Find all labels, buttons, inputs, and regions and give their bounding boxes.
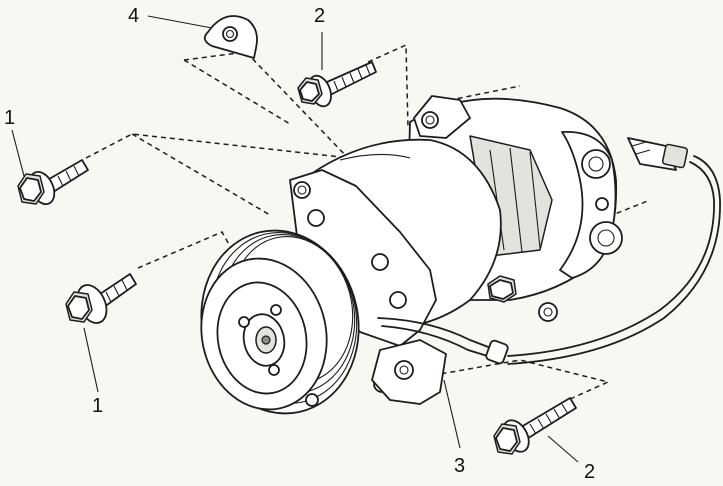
bolt-top <box>297 61 377 108</box>
callout-bolt-upper-left: 1 <box>4 107 15 129</box>
bolt-bottom-right <box>493 397 577 455</box>
bolt-lower-left <box>65 273 137 324</box>
compressor <box>200 95 721 415</box>
alignment-lines <box>85 43 651 401</box>
callout-bolt-bottom-right: 2 <box>584 461 595 483</box>
callout-bolt-lower-left: 1 <box>92 395 103 417</box>
callout-bracket-plate: 4 <box>128 5 139 27</box>
callout-bolt-top: 2 <box>314 5 325 27</box>
bracket-plate <box>203 15 258 59</box>
leader-lines <box>11 15 579 463</box>
callout-compressor: 3 <box>454 455 465 477</box>
bolt-upper-left <box>17 159 89 205</box>
